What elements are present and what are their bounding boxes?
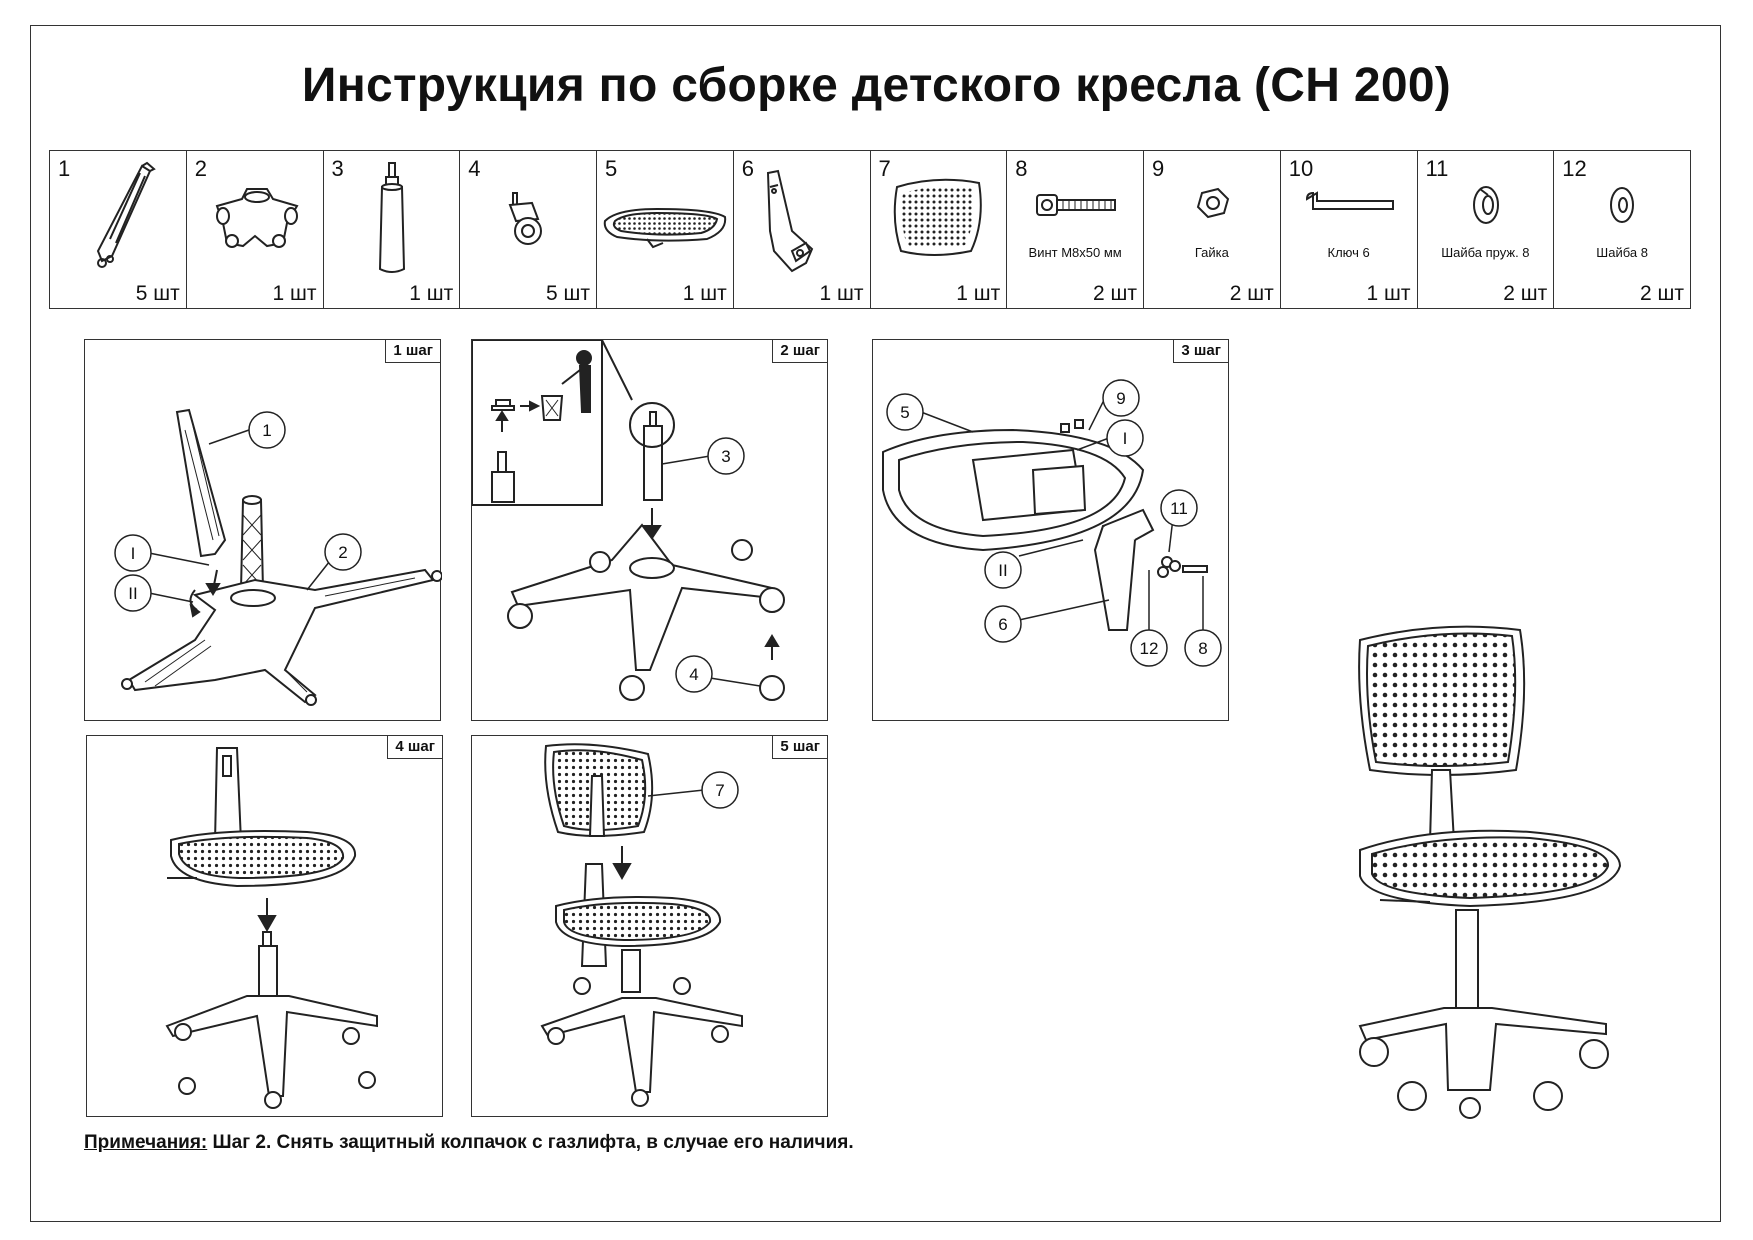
notes-body: Шаг 2. Снять защитный колпачок с газлифт… [207, 1132, 854, 1153]
step-4-panel: 4 шаг [86, 735, 443, 1117]
page-frame [30, 25, 1721, 1222]
part-qty: 1 шт [272, 282, 317, 305]
notes-label: Примечания: [84, 1132, 208, 1153]
step-3-illustration [882, 419, 1208, 631]
parts-table: 1 5 шт 2 1 шт 3 [49, 150, 1691, 309]
bolt-icon [1036, 194, 1117, 216]
part-number: 6 [741, 156, 754, 181]
callout-label: II [998, 561, 1007, 580]
washer-icon [1610, 187, 1635, 223]
step-1-illustration [121, 408, 442, 706]
backrest-icon [893, 178, 982, 256]
caster-icon [508, 192, 543, 245]
callout-label: II [128, 584, 137, 603]
part-qty: 2 шт [1640, 282, 1684, 305]
notes-text: Примечания: Шаг 2. Снять защитный колпач… [84, 1132, 854, 1154]
part-qty: 5 шт [546, 282, 590, 305]
callout-circle [248, 411, 286, 449]
part-qty: 2 шт [1229, 282, 1274, 305]
part-number: 11 [1425, 156, 1449, 181]
callout-label: I [131, 544, 136, 563]
step-5-illustration [540, 743, 743, 1107]
part-number: 2 [194, 156, 207, 181]
callout-label: 9 [1116, 389, 1125, 408]
step-3-callouts: 5 9 I 11 II 6 12 8 [886, 379, 1222, 667]
part-caption: Гайка [1194, 245, 1229, 260]
step-2-illustration [472, 340, 785, 701]
part-cell-2: 2 1 шт [187, 151, 324, 308]
step-2-callouts: 3 4 [661, 437, 761, 693]
hex-key-icon [1305, 191, 1394, 210]
part-number: 7 [878, 156, 891, 181]
part-cell-5: 5 1 шт [597, 151, 734, 308]
step-1-callouts: 1 I II 2 [114, 411, 362, 612]
callout-label: 5 [900, 403, 909, 422]
page-title: Инструкция по сборке детского кресла (CH… [301, 59, 1452, 112]
part-cell-6: 6 1 шт [734, 151, 871, 308]
hub-icon [215, 188, 299, 248]
spring-washer-icon [1472, 186, 1499, 224]
part-caption: Винт М8х50 мм [1028, 245, 1122, 260]
part-cell-10: 10 Ключ 6 1 шт [1281, 151, 1418, 308]
backrest-bracket-icon [766, 169, 813, 273]
part-cell-9: 9 Гайка 2 шт [1144, 151, 1281, 308]
step-3-panel: 3 шаг 5 9 I 11 II 6 12 8 [872, 339, 1229, 721]
part-caption: Ключ 6 [1327, 245, 1370, 260]
step-label: 4 шаг [387, 736, 442, 759]
callout-label: 7 [715, 781, 724, 800]
callout-label: 1 [262, 421, 271, 440]
part-cell-4: 4 5 шт [460, 151, 597, 308]
part-number: 4 [468, 156, 481, 181]
step-label: 5 шаг [772, 736, 827, 759]
nut-icon [1196, 187, 1230, 219]
part-cell-11: 11 Шайба пруж. 8 2 шт [1418, 151, 1555, 308]
part-cell-3: 3 1 шт [324, 151, 461, 308]
callout-label: 8 [1198, 639, 1207, 658]
callout-label: 3 [721, 447, 730, 466]
callout-label: 2 [338, 543, 347, 562]
step-5-panel: 5 шаг 7 [471, 735, 828, 1117]
part-caption: Шайба пруж. 8 [1441, 245, 1530, 260]
part-qty: 1 шт [1366, 282, 1411, 305]
part-number: 1 [58, 156, 71, 181]
part-qty: 5 шт [135, 282, 180, 305]
part-number: 8 [1015, 156, 1028, 181]
part-cell-8: 8 Винт М8х50 мм 2 шт [1007, 151, 1144, 308]
assembled-chair-illustration [1358, 625, 1622, 1119]
part-number: 3 [331, 156, 344, 181]
part-number: 12 [1562, 156, 1587, 181]
part-qty: 1 шт [819, 282, 864, 305]
callout-label: 4 [689, 665, 698, 684]
callout-label: 6 [998, 615, 1007, 634]
part-number: 10 [1288, 156, 1314, 181]
callout-label: 12 [1140, 639, 1159, 658]
part-qty: 1 шт [956, 282, 1001, 305]
part-number: 9 [1152, 156, 1165, 181]
seat-icon [603, 207, 727, 249]
part-cell-1: 1 5 шт [50, 151, 187, 308]
part-qty: 1 шт [682, 282, 727, 305]
part-caption: Шайба 8 [1596, 245, 1648, 260]
step-4-illustration [165, 747, 378, 1109]
callout-label: I [1123, 429, 1128, 448]
armrest-leg-icon [96, 161, 156, 268]
step-5-callouts: 7 [647, 771, 739, 809]
part-qty: 2 шт [1093, 282, 1137, 305]
part-cell-12: 12 Шайба 8 2 шт [1554, 151, 1690, 308]
step-1-panel: 1 шаг 1 I II 2 [84, 339, 442, 721]
part-number: 5 [605, 156, 618, 181]
part-cell-7: 7 1 шт [871, 151, 1008, 308]
step-label: 3 шаг [1173, 340, 1228, 363]
gas-lift-icon [378, 162, 405, 273]
step-label: 1 шаг [385, 340, 440, 363]
step-label: 2 шаг [772, 340, 827, 363]
part-qty: 2 шт [1503, 282, 1548, 305]
step-2-panel: 2 шаг 3 4 [471, 339, 828, 721]
part-qty: 1 шт [409, 282, 454, 305]
callout-label: 11 [1170, 499, 1188, 518]
